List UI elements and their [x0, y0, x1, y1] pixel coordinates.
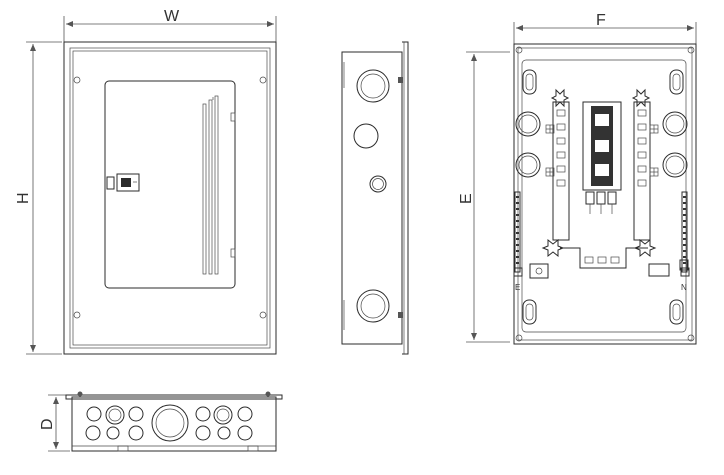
- bottom-view: D: [39, 391, 283, 452]
- earth-terminal-strip: E: [513, 191, 523, 292]
- back-height-label: E: [458, 193, 475, 204]
- back-width-label: F: [596, 12, 606, 29]
- back-box-inner: [521, 59, 687, 333]
- neutral-terminal-strip: N: [679, 191, 690, 292]
- front-door: [104, 80, 236, 289]
- front-enclosure-frame: [69, 47, 271, 349]
- width-label: W: [164, 8, 180, 25]
- side-knockouts: [353, 69, 390, 323]
- side-body: [341, 51, 403, 345]
- back-view: F E: [458, 12, 697, 345]
- depth-label: D: [39, 418, 56, 430]
- back-box-outer: [513, 43, 697, 345]
- main-breaker-block: [582, 101, 622, 214]
- height-dimension: H: [15, 41, 62, 355]
- earth-label: E: [515, 283, 520, 292]
- bottom-body: [71, 396, 277, 452]
- back-height-dimension: E: [458, 51, 510, 343]
- door-latch: [106, 173, 140, 192]
- front-view: W H: [15, 8, 277, 355]
- depth-dimension: D: [39, 394, 70, 452]
- back-mount-slots: [515, 46, 695, 342]
- front-screws: [73, 76, 267, 319]
- height-label: H: [15, 192, 32, 204]
- neutral-label: N: [681, 283, 687, 292]
- front-enclosure-outer: [63, 41, 277, 355]
- back-knockouts: [515, 111, 688, 178]
- bottom-knockouts: [85, 404, 253, 442]
- side-view: [341, 41, 409, 355]
- back-width-dimension: F: [513, 12, 697, 46]
- terminal-blocks: [529, 263, 670, 279]
- door-ribs: [202, 95, 219, 275]
- bottom-bracket: [560, 247, 648, 269]
- width-dimension: W: [63, 8, 277, 44]
